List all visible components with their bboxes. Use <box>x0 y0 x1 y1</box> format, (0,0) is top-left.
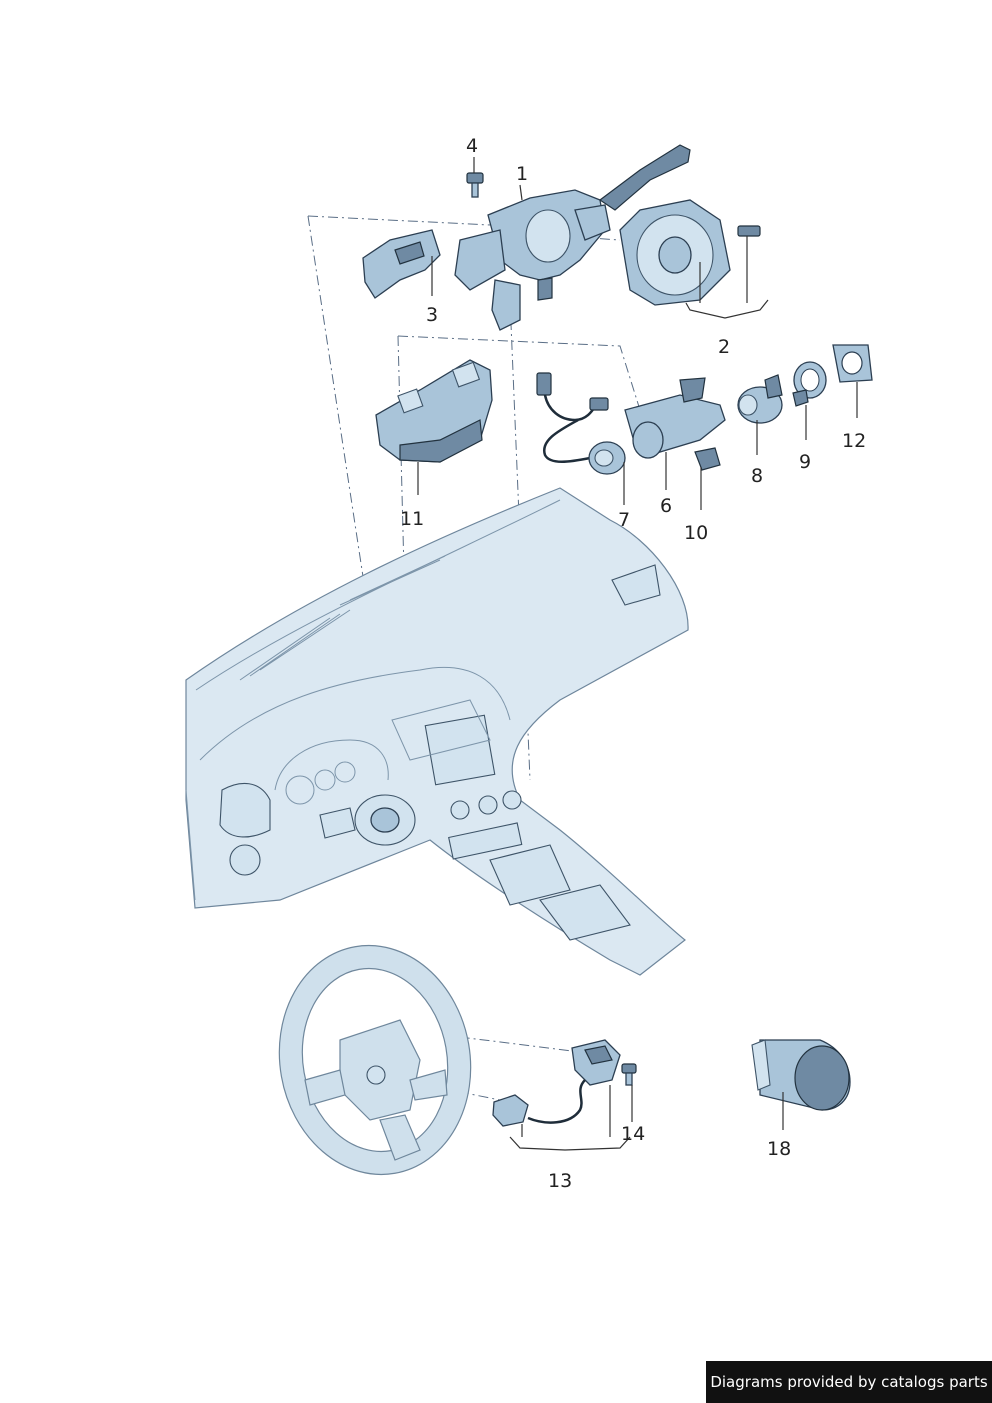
screw-part-4 <box>466 172 484 198</box>
callout-18: 18 <box>767 1138 791 1160</box>
callout-14: 14 <box>621 1123 645 1145</box>
callout-9: 9 <box>799 451 811 473</box>
leader-lines <box>417 157 858 1151</box>
callout-1: 1 <box>516 163 528 185</box>
wiring-harness-part <box>536 372 626 475</box>
lock-tab-part <box>694 447 721 471</box>
dashboard-assembly <box>185 487 689 976</box>
callout-13: 13 <box>548 1170 572 1192</box>
bracket-part <box>362 229 441 299</box>
steering-lock-housing-part <box>624 377 726 459</box>
callout-4: 4 <box>466 135 478 157</box>
callout-7: 7 <box>618 509 630 531</box>
callout-3: 3 <box>426 304 438 326</box>
multifunction-buttons-part <box>492 1039 621 1127</box>
callout-10: 10 <box>684 522 708 544</box>
lock-cylinder-part <box>737 374 783 424</box>
callout-8: 8 <box>751 465 763 487</box>
combination-switch-part <box>454 144 691 331</box>
callout-labels: 4 1 3 2 12 9 8 6 11 7 10 14 18 13 <box>400 135 866 1192</box>
credit-banner: Diagrams provided by catalogs parts <box>706 1361 992 1403</box>
clock-spring-part <box>619 199 761 306</box>
screw-part-14 <box>621 1063 637 1086</box>
steering-wheel <box>278 944 472 1176</box>
control-module-part <box>375 359 493 463</box>
ring-part <box>792 361 827 407</box>
cylinder-part-18 <box>751 1039 851 1111</box>
callout-6: 6 <box>660 495 672 517</box>
callout-11: 11 <box>400 508 424 530</box>
trim-ring-part <box>832 344 873 383</box>
callout-12: 12 <box>842 430 866 452</box>
callout-2: 2 <box>718 336 730 358</box>
